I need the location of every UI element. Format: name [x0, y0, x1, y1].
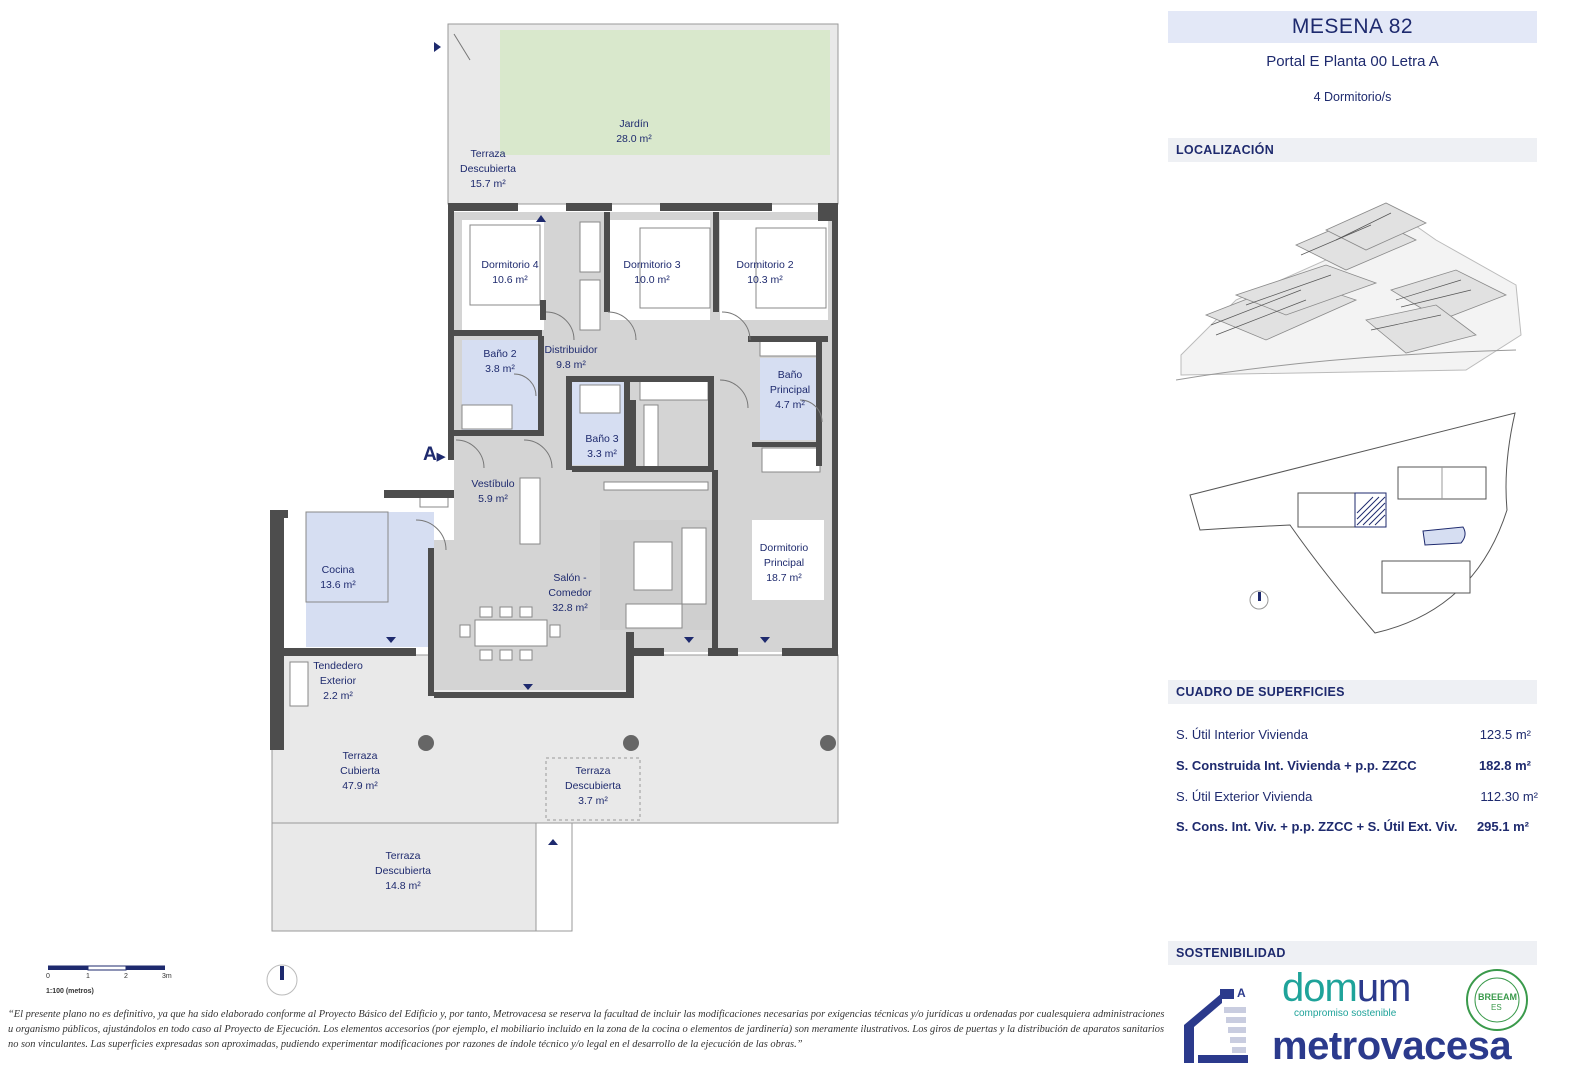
site-plan [1189, 412, 1516, 634]
surface-value: 182.8 m² [1478, 758, 1531, 773]
garden-gate [453, 33, 471, 61]
room-dormitorio-principal: Dormitorio Principal 18.7 m² [759, 542, 809, 584]
garden-area [500, 30, 830, 155]
stair-area [535, 822, 573, 932]
door-arcs [415, 311, 823, 551]
surface-label: S. Útil Exterior Vivienda [1176, 789, 1313, 804]
north-arrow-icon [266, 964, 298, 996]
scale-tick-0: 0 [46, 973, 50, 980]
surface-value: 295.1 m² [1476, 819, 1529, 834]
bedrooms-count: 4 Dormitorio/s [1313, 90, 1392, 104]
surface-value: 112.30 m² [1480, 789, 1538, 804]
domum-tagline: compromiso sostenible [1294, 1008, 1397, 1019]
surface-label: S. Construida Int. Vivienda + p.p. ZZCC [1176, 758, 1417, 773]
domum-word-1: dom [1282, 966, 1358, 1010]
room-jardin: Jardín 28.0 m² [616, 118, 652, 145]
room-cocina: Cocina 13.6 m² [320, 564, 356, 591]
furniture [289, 221, 827, 707]
surface-value: 123.5 m² [1479, 727, 1531, 742]
scale-tick-3: 3m [162, 973, 172, 980]
scale-tick-1: 1 [86, 973, 90, 980]
room-distribuidor: Distribuidor 9.8 m² [544, 344, 598, 371]
room-bano3: Baño 3 3.3 m² [585, 433, 619, 460]
terrace-bottom-area [271, 822, 537, 932]
metro-a-mark: A [1237, 986, 1246, 1000]
scale-tick-2: 2 [124, 973, 128, 980]
chairs [459, 606, 561, 661]
entrance-marker: A▶ [423, 444, 445, 466]
door-arrow-icon: ▶ [436, 451, 446, 463]
breeam-seal-icon [1466, 969, 1528, 1031]
section-sustainability: SOSTENIBILIDAD [1168, 941, 1537, 965]
scale-label: 1:100 (metros) [46, 988, 94, 995]
domum-logo: domum [1282, 966, 1412, 1011]
project-title: MESENA 82 [1168, 11, 1537, 43]
metrovacesa-logo: metrovacesa [1272, 1024, 1512, 1068]
scale-bar [48, 965, 165, 971]
room-dormitorio4: Dormitorio 4 10.6 m² [481, 259, 539, 286]
room-terraza-bottom: Terraza Descubierta 14.8 m² [374, 850, 432, 892]
room-terraza-mid: Terraza Descubierta 3.7 m² [564, 765, 622, 807]
disclaimer-text: “El presente plano no es definitivo, ya … [8, 1009, 1165, 1050]
room-dormitorio2: Dormitorio 2 10.3 m² [736, 259, 794, 286]
building-render [1176, 202, 1522, 381]
window-markers [386, 42, 770, 845]
surface-label: S. Cons. Int. Viv. + p.p. ZZCC + S. Útil… [1176, 819, 1458, 834]
room-salon: Salón - Comedor 32.8 m² [548, 572, 592, 614]
walls [270, 203, 838, 750]
section-surfaces: CUADRO DE SUPERFICIES [1168, 680, 1537, 704]
section-location: LOCALIZACIÓN [1168, 138, 1537, 162]
room-dormitorio3: Dormitorio 3 10.0 m² [623, 259, 681, 286]
room-vestibulo: Vestíbulo 5.9 m² [471, 478, 515, 505]
breeam-text: BREEAM [1478, 992, 1518, 1002]
unit-subtitle: Portal E Planta 00 Letra A [1266, 53, 1439, 70]
room-bano2: Baño 2 3.8 m² [483, 348, 517, 375]
room-terraza-top: Terraza Descubierta 15.7 m² [459, 148, 517, 190]
surface-label: S. Útil Interior Vivienda [1176, 727, 1308, 742]
entrance-label: A [423, 444, 437, 465]
floor-plan [48, 23, 839, 996]
room-bano-principal: Baño Principal 4.7 m² [769, 369, 811, 411]
columns [418, 735, 836, 751]
metrovacesa-house-icon [1184, 989, 1248, 1063]
master-bed-floor [752, 520, 824, 600]
room-terraza-cubierta: Terraza Cubierta 47.9 m² [340, 750, 380, 792]
room-tendedero: Tendedero Exterior 2.2 m² [313, 660, 363, 702]
main-bath-floor [760, 358, 820, 440]
breeam-es: ES [1491, 1003, 1502, 1012]
domum-word-2: um [1356, 966, 1412, 1010]
